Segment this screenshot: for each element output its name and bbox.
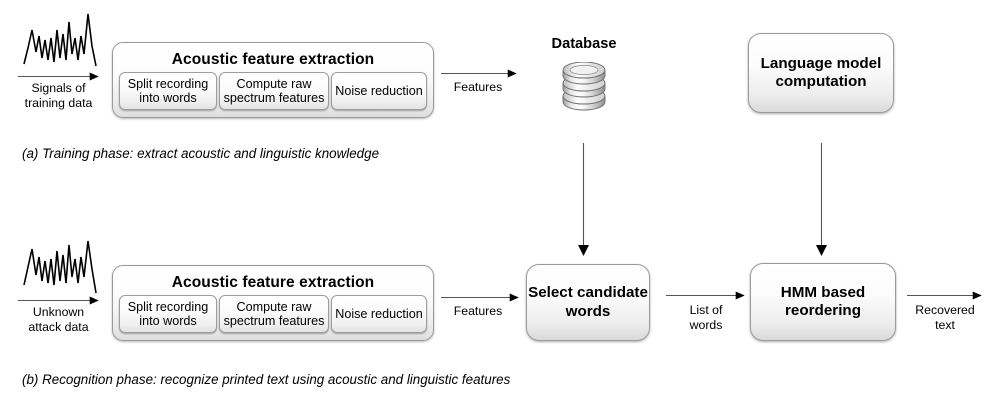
waveform-icon xyxy=(22,233,102,295)
input-label-recognition: Unknown attack data xyxy=(28,305,89,334)
step-noise-reduction[interactable]: Noise reduction xyxy=(331,72,427,110)
acoustic-feature-extraction-box-training[interactable]: Acoustic feature extraction Split record… xyxy=(112,42,434,118)
hmm-based-reordering-box[interactable]: HMM based reordering xyxy=(750,263,896,341)
recovered-text-label: Recovered text xyxy=(915,303,975,332)
database-cylinder-icon xyxy=(560,62,608,120)
acoustic-box-title: Acoustic feature extraction xyxy=(171,274,375,291)
database-title: Database xyxy=(551,36,617,52)
acoustic-box-title: Acoustic feature extraction xyxy=(171,51,375,68)
caption-training-phase: (a) Training phase: extract acoustic and… xyxy=(22,146,380,161)
step-noise-reduction[interactable]: Noise reduction xyxy=(331,295,427,333)
arrow-language-model-to-hmm xyxy=(816,143,827,256)
acoustic-feature-extraction-box-recognition[interactable]: Acoustic feature extraction Split record… xyxy=(112,265,434,341)
features-label-training: Features xyxy=(453,80,503,94)
step-split-recording[interactable]: Split recording into words xyxy=(119,72,217,110)
features-label-recognition: Features xyxy=(453,304,503,318)
select-candidate-words-box[interactable]: Select candidate words xyxy=(526,264,650,341)
waveform-icon xyxy=(22,8,102,70)
step-compute-raw-spectrum[interactable]: Compute raw spectrum features xyxy=(219,295,329,333)
arrow-database-to-select xyxy=(578,143,589,256)
language-model-computation-box[interactable]: Language model computation xyxy=(748,33,894,113)
step-compute-raw-spectrum[interactable]: Compute raw spectrum features xyxy=(219,72,329,110)
caption-recognition-phase: (b) Recognition phase: recognize printed… xyxy=(22,372,511,387)
step-split-recording[interactable]: Split recording into words xyxy=(119,295,217,333)
list-of-words-label: List of words xyxy=(689,303,723,332)
input-label-training: Signals of training data xyxy=(24,81,93,110)
